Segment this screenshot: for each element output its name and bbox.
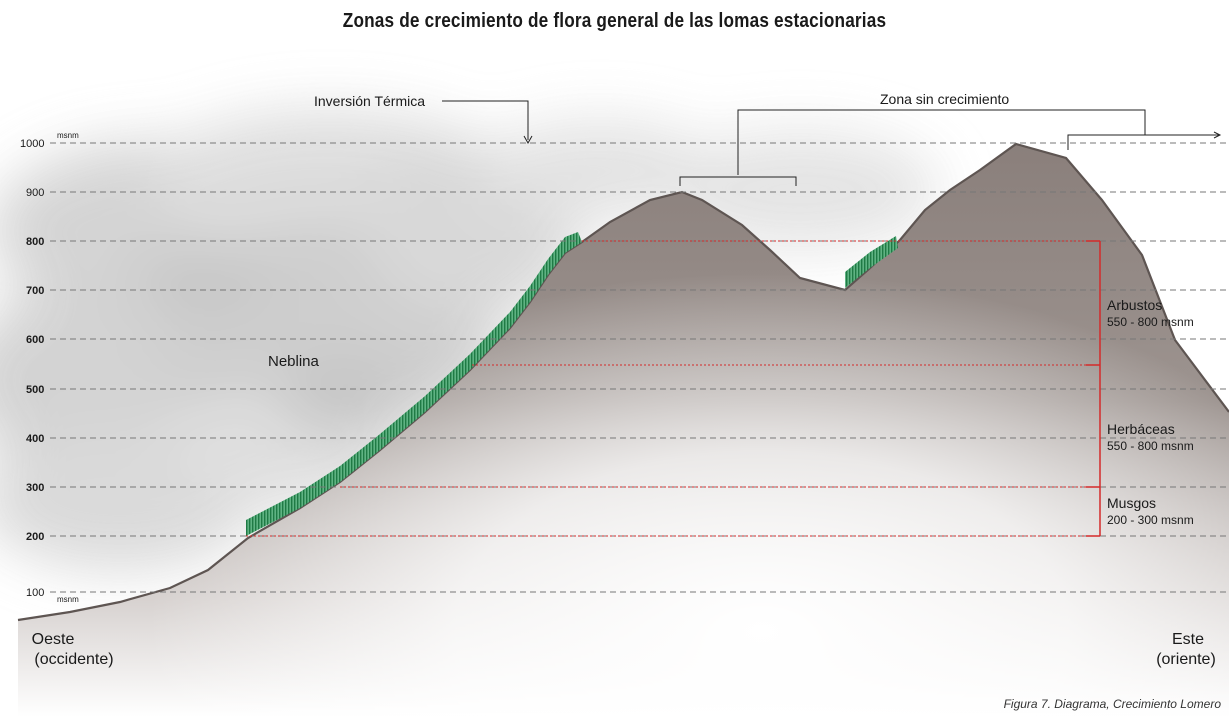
elevation-axis: 1000 msnm 900 800 700 600 500 400 300 20… — [20, 131, 79, 604]
fog-clouds — [0, 110, 940, 570]
tick-label: 200 — [26, 531, 44, 543]
east-sub-label: (oriente) — [1156, 651, 1216, 668]
unit-label: msnm — [57, 595, 79, 604]
tick-label: 400 — [26, 433, 44, 445]
no-growth-label: Zona sin crecimiento — [880, 91, 1009, 107]
tick-label: 900 — [26, 187, 44, 199]
fog-label: Neblina — [268, 353, 320, 370]
west-sub-label: (occidente) — [34, 651, 113, 668]
diagram-title: Zonas de crecimiento de flora general de… — [342, 10, 887, 32]
figure-caption: Figura 7. Diagrama, Crecimiento Lomero — [1003, 697, 1221, 711]
inversion-annotation: Inversión Térmica — [314, 93, 533, 145]
inversion-label: Inversión Térmica — [314, 93, 425, 109]
zone-name-arbustos: Arbustos — [1107, 297, 1162, 313]
zone-labels: Arbustos 550 - 800 msnm Herbáceas 550 - … — [1107, 297, 1194, 527]
zone-range-musgos: 200 - 300 msnm — [1107, 513, 1194, 527]
tick-label: 100 — [26, 587, 44, 599]
tick-label: 700 — [26, 285, 44, 297]
tick-label: 500 — [26, 384, 44, 396]
tick-label: 300 — [26, 482, 44, 494]
zone-range-arbustos: 550 - 800 msnm — [1107, 315, 1194, 329]
tick-label: 600 — [26, 334, 44, 346]
zone-name-herbaceas: Herbáceas — [1107, 421, 1175, 437]
vegetation-bands — [246, 232, 898, 536]
direction-labels: Oeste (occidente) Este (oriente) — [32, 631, 1216, 668]
west-label: Oeste — [32, 631, 75, 648]
zone-range-herbaceas: 550 - 800 msnm — [1107, 439, 1194, 453]
east-label: Este — [1172, 631, 1204, 648]
zone-name-musgos: Musgos — [1107, 495, 1156, 511]
tick-label: 800 — [26, 236, 44, 248]
unit-label: msnm — [57, 131, 79, 140]
zone-lines — [246, 240, 1101, 537]
tick-label: 1000 — [20, 138, 44, 150]
no-growth-annotation — [679, 109, 1222, 186]
